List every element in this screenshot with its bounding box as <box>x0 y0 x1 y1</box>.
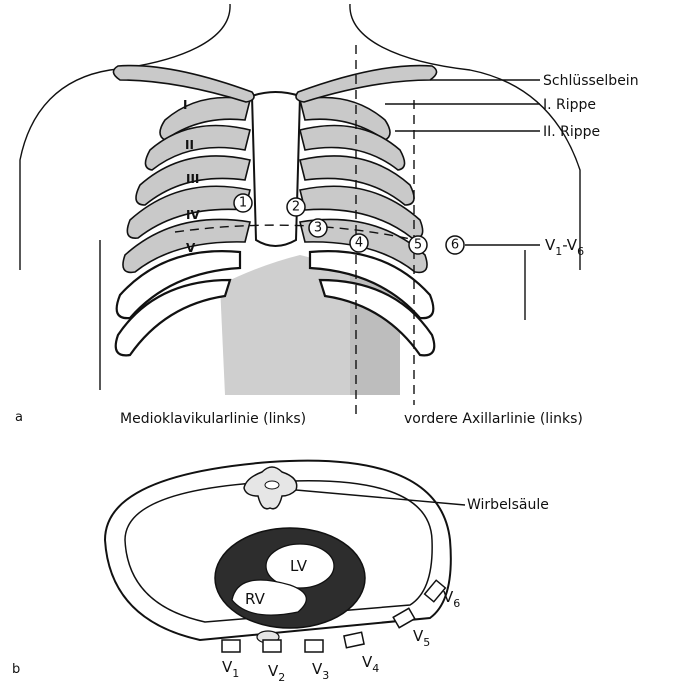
rib-numeral: I <box>183 98 187 112</box>
clavicle-left <box>296 66 437 102</box>
rib-numeral: IV <box>186 208 200 222</box>
electrode-v2 <box>263 640 281 652</box>
svg-text:5: 5 <box>414 238 422 253</box>
lv-label: LV <box>290 557 308 575</box>
rib1-label: I. Rippe <box>543 97 596 113</box>
svg-text:6: 6 <box>451 238 459 253</box>
rib2-label: II. Rippe <box>543 124 600 140</box>
electrode-v3 <box>305 640 323 652</box>
electrode-6: 6 <box>446 236 464 254</box>
clavicle-right <box>113 66 254 102</box>
electrode-3: 3 <box>309 219 327 237</box>
lead-label-v1: V1 <box>222 658 239 680</box>
spine-label: Wirbelsäule <box>467 497 549 513</box>
svg-text:2: 2 <box>292 200 300 215</box>
lead-label-v2: V2 <box>268 662 285 684</box>
svg-text:4: 4 <box>355 236 363 251</box>
electrode-2: 2 <box>287 198 305 216</box>
panel-a: I II III IV V 1 2 3 4 5 6 Schl <box>15 4 639 427</box>
svg-text:3: 3 <box>314 221 322 236</box>
axillary-label: vordere Axillarlinie (links) <box>404 411 583 427</box>
svg-text:1: 1 <box>239 196 247 211</box>
abdomen-shade <box>220 255 350 395</box>
electrode-v1 <box>222 640 240 652</box>
leads-label: V1-V6 <box>545 236 584 258</box>
rib-numeral: V <box>186 241 196 255</box>
panel-b-letter: b <box>12 662 20 677</box>
rv-label: RV <box>245 590 266 608</box>
lead-label-v3: V3 <box>312 660 329 682</box>
sternum <box>252 92 300 246</box>
clavicle-label: Schlüsselbein <box>543 73 639 89</box>
electrode-1: 1 <box>234 194 252 212</box>
electrode-5: 5 <box>409 236 427 254</box>
electrode-4: 4 <box>350 234 368 252</box>
rib-numeral: II <box>185 138 194 152</box>
panel-b: Wirbelsäule LV RV V1 V2 V3 V4 V5 V6 b <box>12 461 549 684</box>
midclavicular-label: Medioklavikularlinie (links) <box>120 411 306 427</box>
lead-label-v6: V6 <box>443 588 460 610</box>
electrode-v4 <box>344 632 364 647</box>
rib-numeral: III <box>186 172 199 186</box>
lead-label-v5: V5 <box>413 627 430 649</box>
lead-label-v4: V4 <box>362 653 379 675</box>
panel-a-letter: a <box>15 410 23 425</box>
